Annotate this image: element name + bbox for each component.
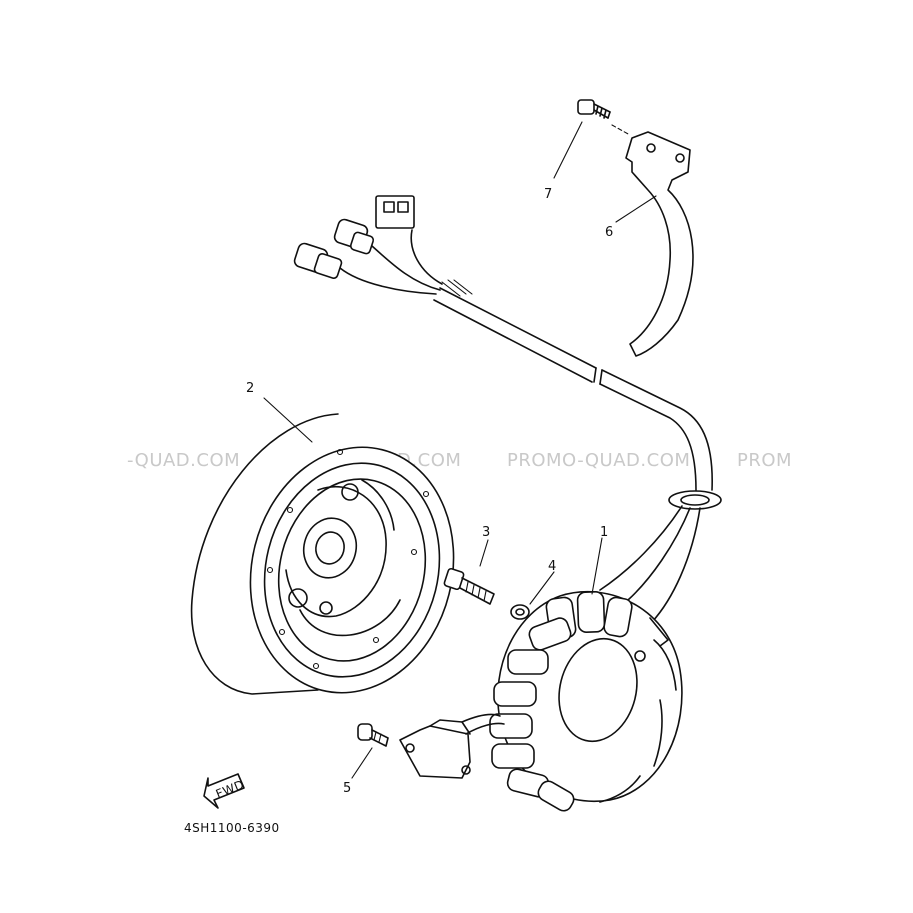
callout-numbers: 2 3 4 1 5 6 7 [246, 187, 613, 796]
callout-5: 5 [343, 781, 351, 796]
callout-1: 1 [600, 525, 608, 540]
callout-6: 6 [605, 225, 613, 240]
fwd-arrow-icon: FWD [203, 773, 247, 809]
wire-harness [293, 195, 722, 623]
callout-2: 2 [246, 381, 254, 396]
callout-7: 7 [544, 187, 552, 202]
part-5-screw [357, 723, 389, 747]
part-2-rotor [190, 413, 455, 695]
callout-3: 3 [482, 525, 490, 540]
fwd-label: FWD [214, 777, 247, 801]
pickup-coil [399, 713, 505, 779]
watermark-text: PROM [737, 450, 792, 471]
part-7-bolt [577, 99, 631, 136]
part-1-stator [489, 591, 683, 812]
part-6-bracket [625, 131, 694, 357]
callout-4: 4 [548, 559, 556, 574]
part-number: 4SH1100-6390 [184, 821, 280, 835]
watermark-text: -QUAD.COM [127, 450, 240, 471]
leader-lines [263, 121, 657, 779]
watermark-text: PROMO-QUAD.COM [507, 450, 690, 471]
part-3-bolt [443, 567, 495, 605]
part-4-washer [510, 604, 530, 620]
